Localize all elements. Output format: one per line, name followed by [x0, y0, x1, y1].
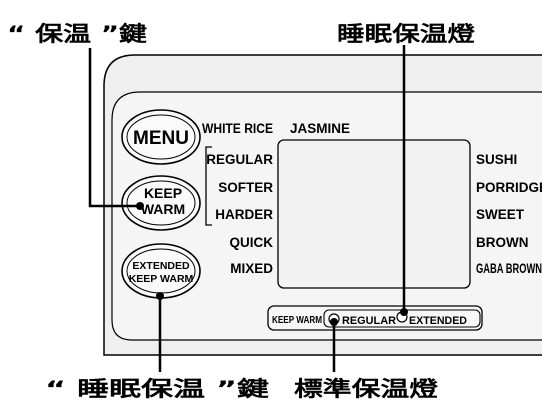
callout-dot-standard-lamp	[330, 318, 338, 326]
keep-warm-indicator-box	[267, 305, 483, 331]
keep-warm-indicator-label: KEEP WARM	[272, 315, 322, 326]
white-rice-bracket	[205, 146, 212, 226]
extended-keep-warm-button[interactable]: EXTENDED KEEP WARM	[121, 243, 201, 299]
callout-standard-warm-lamp: 標準保温燈	[294, 377, 439, 401]
menu-item-jasmine: JASMINE	[290, 121, 350, 136]
callout-sleep-warm-lamp: 睡眠保温燈	[337, 22, 476, 46]
menu-button[interactable]: MENU	[121, 109, 201, 165]
keep-warm-button-label-line1: KEEP	[144, 185, 182, 201]
callout-keep-warm-key: “ 保温 ”鍵	[7, 22, 147, 46]
menu-item-harder: HARDER	[215, 207, 273, 222]
callout-line-keep-warm	[88, 48, 140, 208]
menu-item-quick: QUICK	[230, 235, 274, 250]
callout-dot-sleep-lamp	[400, 308, 408, 316]
keep-warm-button[interactable]: KEEP WARM	[121, 175, 201, 231]
extended-lamp-label: EXTENDED	[409, 315, 467, 327]
extended-button-label-line1: EXTENDED	[132, 260, 190, 272]
menu-item-brown: BROWN	[476, 235, 529, 250]
menu-item-porridge: PORRIDGE	[476, 180, 542, 195]
menu-item-regular: REGULAR	[206, 152, 273, 167]
menu-item-white-rice: WHITE RICE	[202, 121, 273, 136]
keep-warm-button-label-line2: WARM	[141, 201, 185, 217]
callout-dot-keep-warm	[136, 202, 144, 210]
menu-item-sweet: SWEET	[476, 207, 525, 222]
callout-extended-keep-warm-key: “ 睡眠保温 ”鍵	[45, 377, 269, 401]
menu-item-sushi: SUSHI	[476, 152, 517, 167]
menu-item-gaba-brown: GABA BROWN	[476, 261, 542, 276]
menu-item-mixed: MIXED	[230, 261, 273, 276]
menu-item-softer: SOFTER	[218, 180, 273, 195]
lcd-display	[277, 139, 471, 289]
regular-lamp-label: REGULAR	[342, 315, 396, 327]
callout-dot-extended-key	[156, 292, 164, 300]
menu-button-label: MENU	[133, 128, 189, 149]
extended-button-label-line2: KEEP WARM	[129, 273, 194, 285]
